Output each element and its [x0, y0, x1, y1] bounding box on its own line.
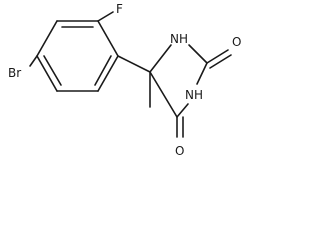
chemical-structure: F Br NH NH O O	[8, 2, 241, 158]
nh-top-label: NH	[170, 32, 188, 46]
ring-double-bond-c6-c1	[94, 55, 112, 86]
ring-bond-c3-c4	[36, 20, 58, 57]
carbonyl-top-bond-a	[206, 49, 229, 64]
benzene-ring	[36, 20, 119, 92]
bond-nh-right-c4	[176, 103, 189, 118]
fluorine-label: F	[116, 2, 123, 16]
carbonyl-top-bond-b	[209, 54, 232, 69]
bond-c2-nh-right	[196, 62, 208, 85]
bond-c4-bromine	[29, 55, 38, 67]
bond-c5-nh-top	[149, 44, 172, 73]
ring-bond-c1-c2	[97, 20, 119, 57]
oxygen-top-label: O	[232, 35, 241, 49]
bromine-label: Br	[8, 66, 21, 80]
oxygen-bottom-label: O	[175, 144, 184, 158]
bond-c4-c5	[149, 71, 178, 118]
bond-c2-fluorine	[97, 11, 114, 22]
ring-double-bond-c4-c5	[43, 55, 62, 86]
ring-bond-c4-c5	[36, 55, 58, 92]
bond-aryl-quaternary-carbon	[117, 55, 151, 73]
nh-right-label: NH	[185, 88, 203, 102]
ring-bond-c6-c1	[97, 55, 119, 92]
bond-nh-top-c2	[188, 44, 208, 64]
hydantoin-ring	[149, 44, 232, 138]
